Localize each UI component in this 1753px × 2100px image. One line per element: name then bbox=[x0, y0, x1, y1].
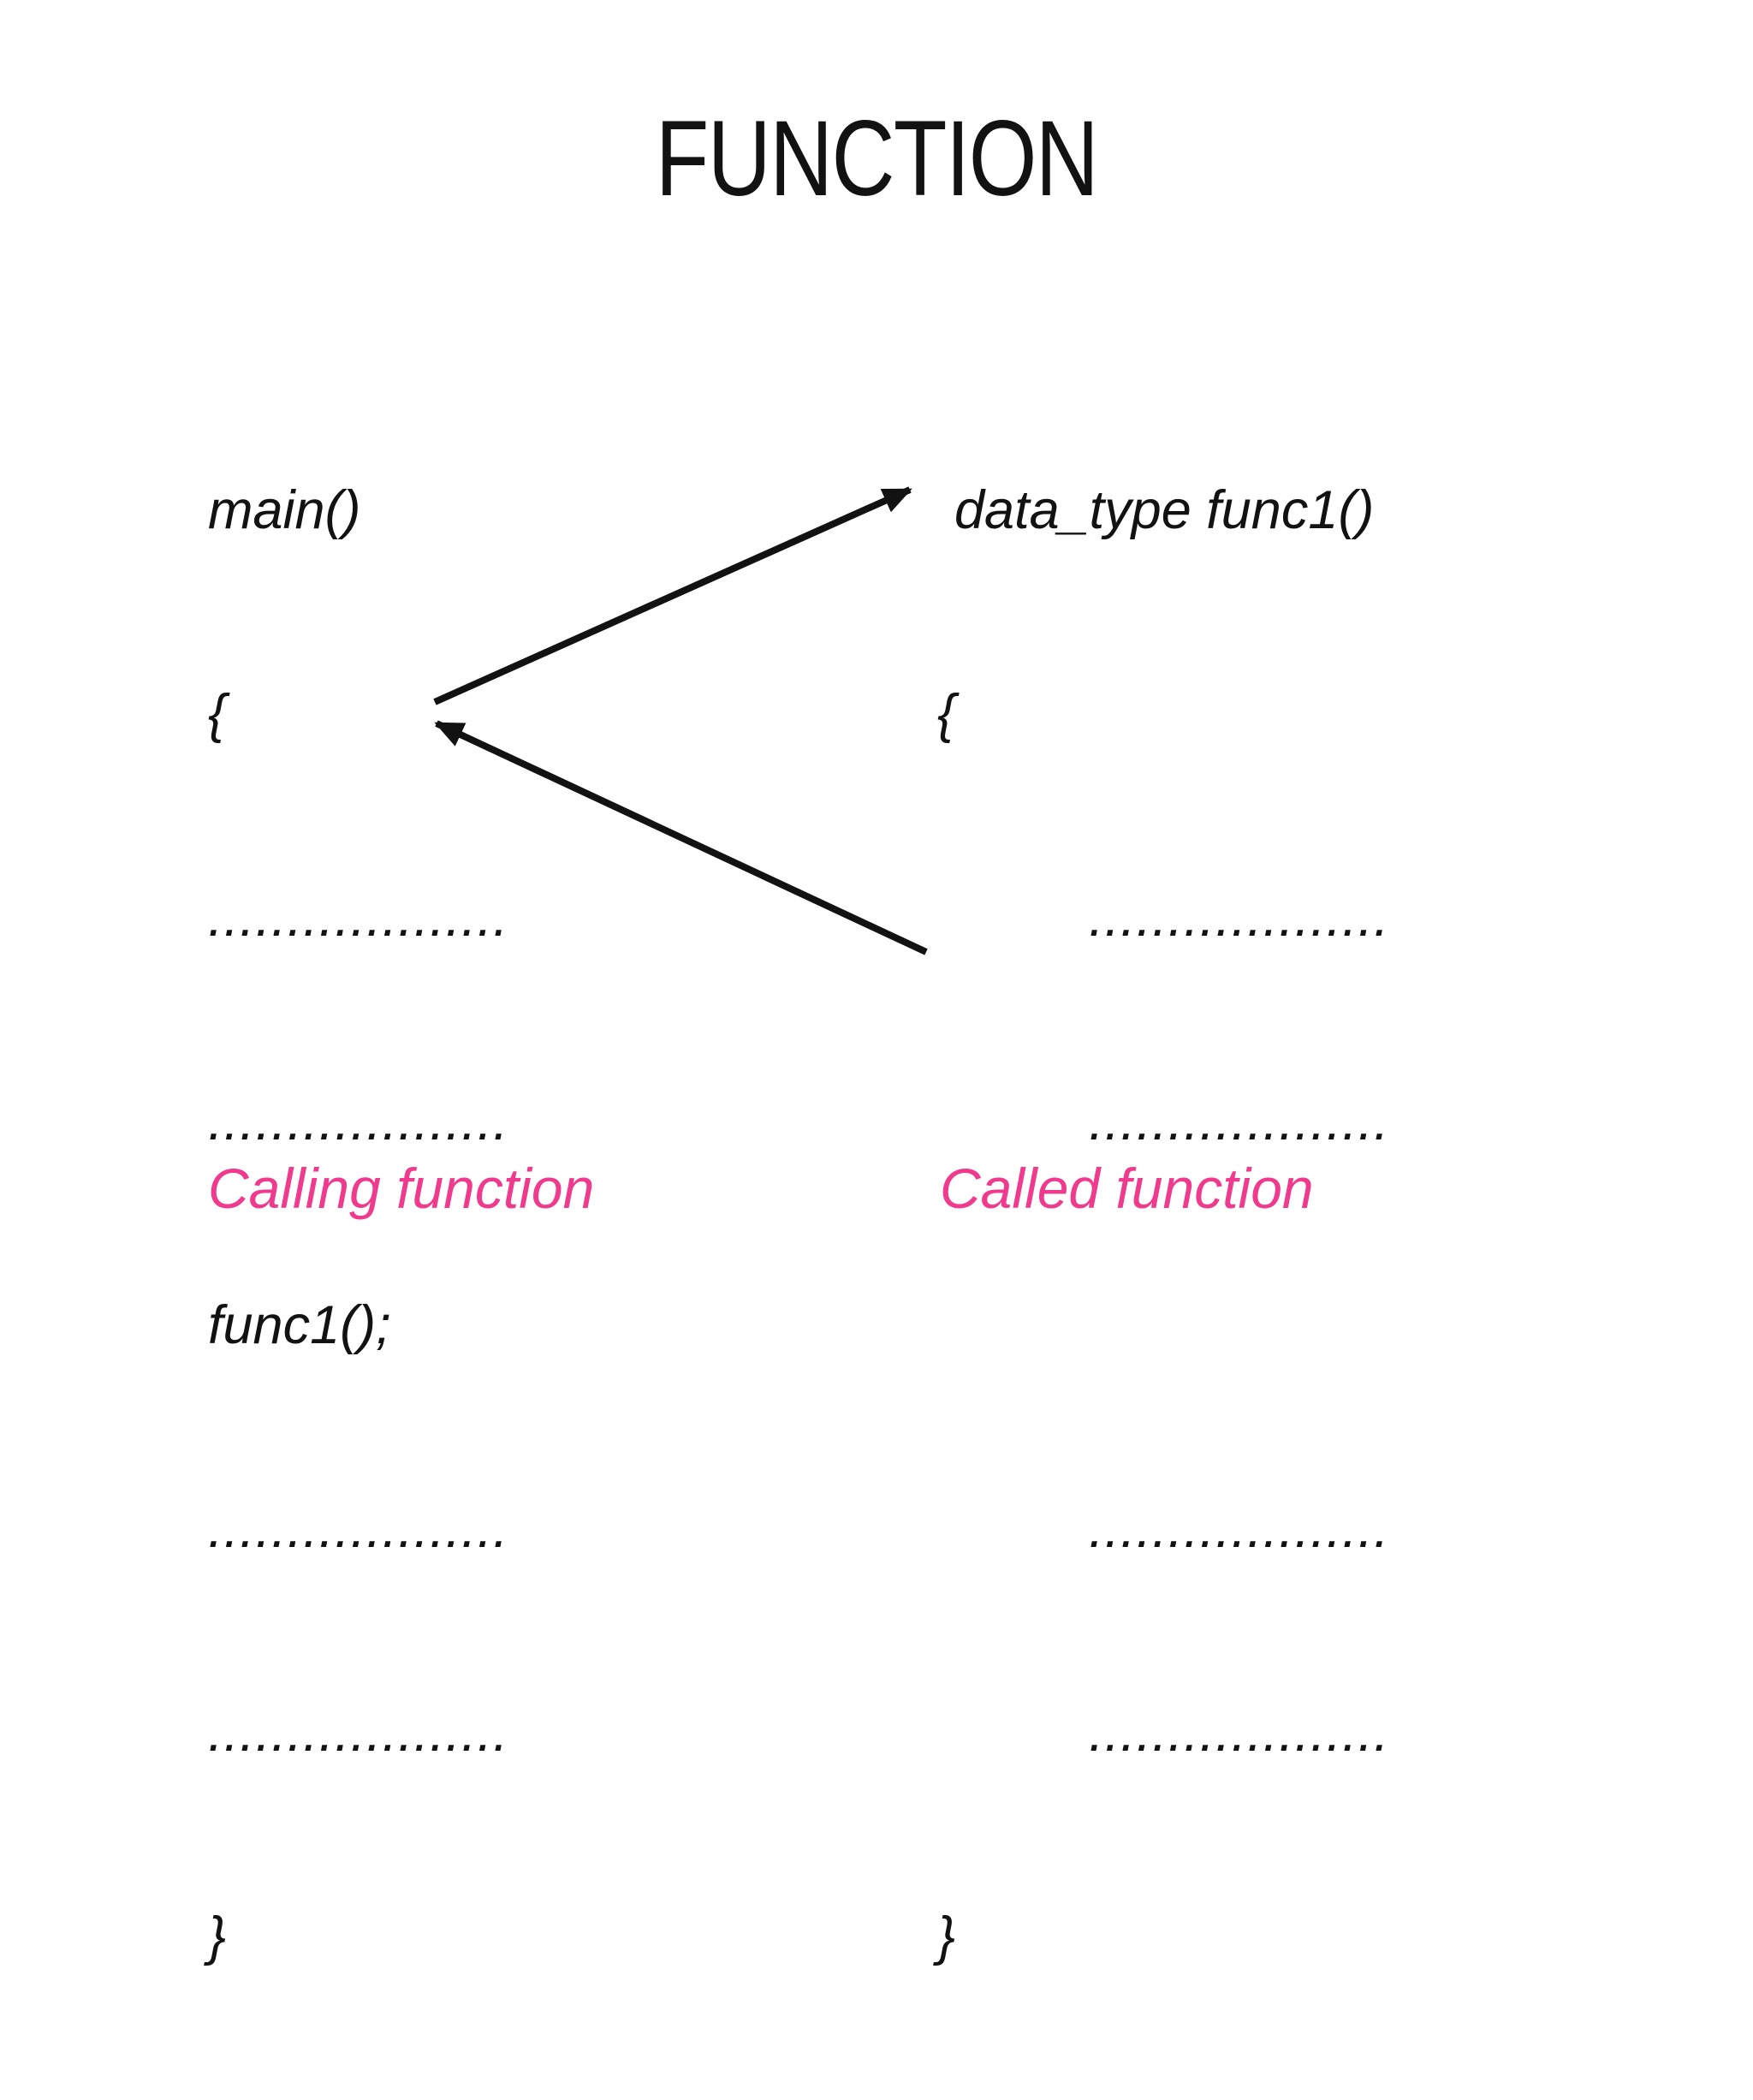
called-empty-line bbox=[937, 1285, 1390, 1365]
calling-open-brace: { bbox=[208, 684, 227, 744]
slide: FUNCTION main() { ................... ..… bbox=[208, 99, 1389, 1966]
calling-dots-line: ................... bbox=[208, 1703, 509, 1763]
calling-function-label: Calling function bbox=[208, 1157, 595, 1220]
called-close-brace: } bbox=[937, 1907, 956, 1966]
called-header: data_type func1() bbox=[954, 480, 1375, 540]
called-dots-line: ................... bbox=[1089, 1092, 1390, 1151]
calling-dots-line: ................... bbox=[208, 888, 509, 948]
called-dots-line: ................... bbox=[1089, 888, 1390, 948]
calling-close-brace: } bbox=[208, 1907, 227, 1966]
called-function-block: data_type func1() { ................... … bbox=[937, 347, 1390, 2100]
called-dots-line: ................... bbox=[1089, 1703, 1390, 1763]
calling-header: main() bbox=[208, 480, 361, 540]
calling-function-block: main() { ................... ...........… bbox=[208, 347, 509, 2100]
called-open-brace: { bbox=[937, 684, 956, 744]
called-function-label: Called function bbox=[940, 1157, 1314, 1220]
func1-call-statement: func1(); bbox=[208, 1295, 391, 1355]
called-dots-line: ................... bbox=[1089, 1499, 1390, 1559]
calling-dots-line: ................... bbox=[208, 1499, 509, 1559]
return-arrow bbox=[434, 720, 928, 955]
calling-dots-line: ................... bbox=[208, 1092, 509, 1151]
page-title: FUNCTION bbox=[655, 99, 1099, 218]
